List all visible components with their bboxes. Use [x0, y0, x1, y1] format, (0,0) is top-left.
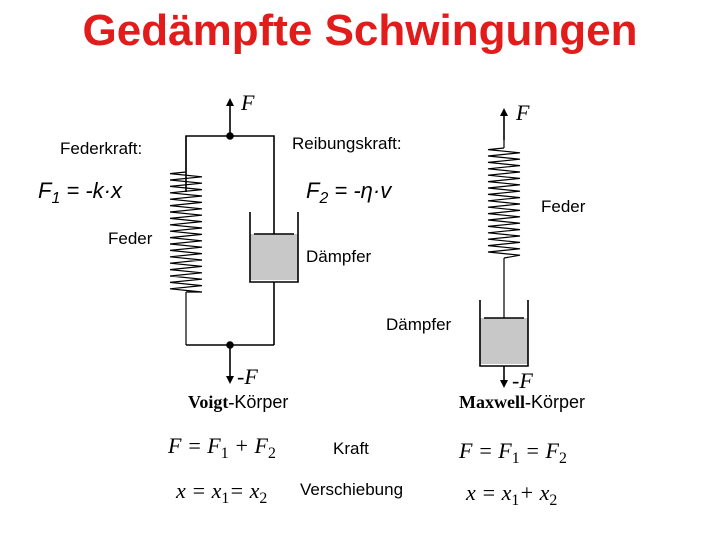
maxwell-damper [479, 300, 529, 388]
feder-right-label: Feder [541, 197, 586, 216]
kraft-label: Kraft [333, 439, 369, 458]
force-bottom-right-label: -F [512, 368, 533, 393]
maxwell-force-equation: F = F1 = F2 [459, 438, 567, 467]
page-title: Gedämpfte Schwingungen [82, 6, 638, 55]
verschiebung-label: Verschiebung [300, 480, 404, 499]
feder-left-label: Feder [108, 229, 153, 248]
voigt-body [169, 98, 299, 384]
maxwell-body-label: Maxwell-Körper [459, 392, 586, 412]
maxwell-spring [487, 140, 521, 318]
force-bottom-left-label: -F [237, 364, 258, 389]
daempfer-left-label: Dämpfer [306, 247, 372, 266]
f1-formula: F1 = -k·x [38, 178, 122, 207]
reibungskraft-label: Reibungskraft: [292, 134, 402, 153]
voigt-displacement-equation: x = x1= x2 [176, 478, 268, 507]
voigt-damper [249, 212, 299, 345]
federkraft-label: Federkraft: [60, 139, 143, 158]
daempfer-right-label: Dämpfer [386, 315, 452, 334]
voigt-force-equation: F = F1 + F2 [168, 433, 276, 462]
force-top-left-label: F [241, 90, 255, 115]
maxwell-body [479, 108, 529, 388]
f2-formula: F2 = -η·v [306, 178, 392, 207]
force-top-right-label: F [516, 100, 530, 125]
voigt-spring [169, 136, 203, 345]
voigt-body-label: Voigt-Körper [188, 392, 289, 412]
maxwell-displacement-equation: x = x1+ x2 [466, 480, 558, 509]
